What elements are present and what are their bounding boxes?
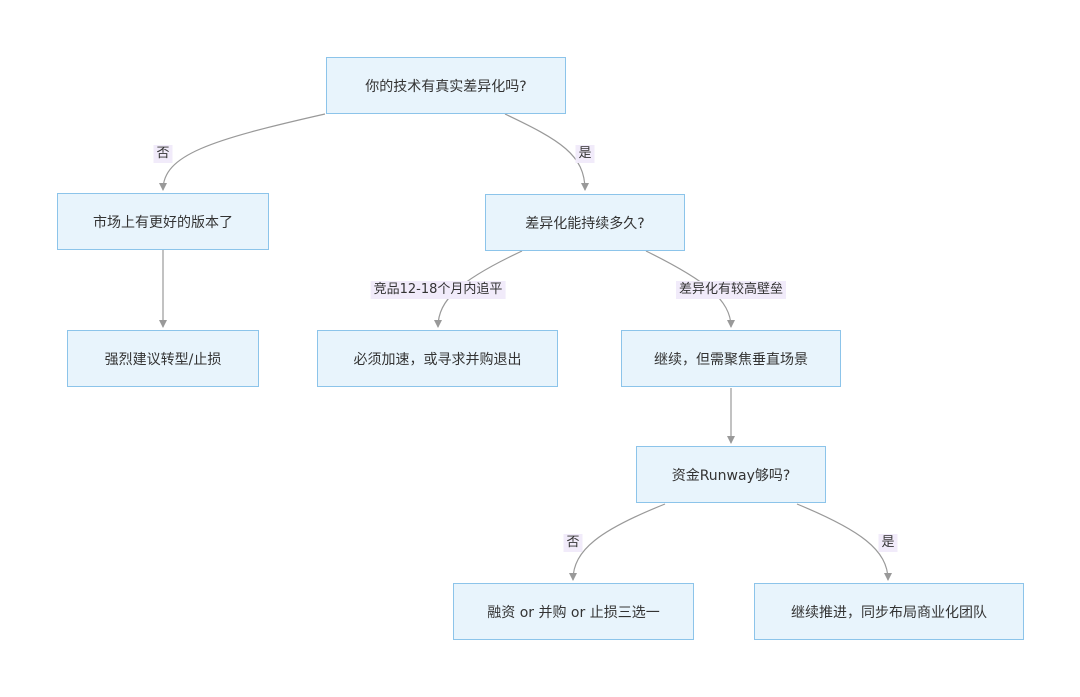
edge-q1-to-market [159,113,326,191]
node-accelerate-or-exit: 必须加速，或寻求并购退出 [317,330,558,387]
edge-label-q1-yes: 是 [575,145,595,163]
edge-label-q2-short: 竞品12-18个月内追平 [370,281,506,299]
node-label: 继续，但需聚焦垂直场景 [654,351,808,368]
edge-q3-to-continue [796,503,892,581]
node-label: 必须加速，或寻求并购退出 [353,351,522,368]
decision-node-differentiation: 你的技术有真实差异化吗? [326,57,566,114]
edge-label-q3-no: 否 [563,534,583,552]
decision-node-sustainability: 差异化能持续多久? [485,194,685,251]
node-pivot-or-stop: 强烈建议转型/止损 [67,330,259,387]
edge-label-q3-yes: 是 [878,534,898,552]
edge-q1-to-q2 [504,113,589,191]
node-label: 强烈建议转型/止损 [104,351,222,368]
node-label: 继续推进，同步布局商业化团队 [791,604,987,621]
node-three-options: 融资 or 并购 or 止损三选一 [453,583,694,640]
edge-label-q1-no: 否 [153,145,173,163]
node-label: 融资 or 并购 or 止损三选一 [487,604,660,621]
node-focus-vertical: 继续，但需聚焦垂直场景 [621,330,841,387]
node-label: 你的技术有真实差异化吗? [365,78,527,95]
node-continue-commercial: 继续推进，同步布局商业化团队 [754,583,1024,640]
edge-label-q2-long: 差异化有较高壁垒 [675,281,787,299]
decision-node-runway: 资金Runway够吗? [636,446,826,503]
node-label: 资金Runway够吗? [671,467,791,484]
node-label: 差异化能持续多久? [525,215,645,232]
edge-q3-to-options [569,503,666,581]
node-better-version-exists: 市场上有更好的版本了 [57,193,269,250]
node-label: 市场上有更好的版本了 [93,214,233,231]
